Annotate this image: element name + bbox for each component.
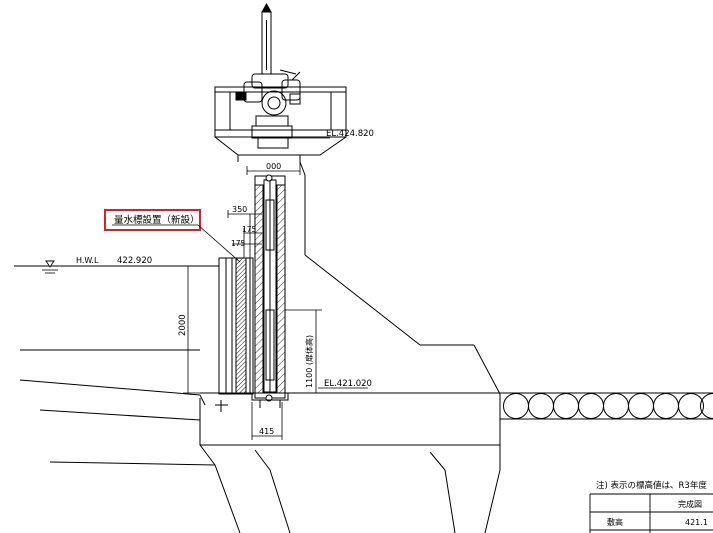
- water-level-gauge: [215, 257, 254, 412]
- table-row-label: 敷高: [607, 517, 623, 527]
- gauge-callout: 量水標設置（新設）: [104, 209, 241, 263]
- width-top-label: 000: [266, 162, 281, 171]
- el-top-marker: EL.424.820: [290, 129, 374, 139]
- elevation-table: [589, 493, 713, 533]
- water-level-triangle-icon: [45, 260, 55, 268]
- height-2000-dimension: [183, 265, 219, 394]
- el-top-label: EL.424.820: [326, 129, 374, 139]
- hwl-value: 422.920: [117, 256, 152, 266]
- offset-350-label: 350: [232, 205, 247, 214]
- hwl-label: H.W.L: [76, 256, 99, 265]
- offset-dimensions: [227, 210, 262, 258]
- hoist-machine-icon: [235, 2, 301, 149]
- riprap-circles: [503, 393, 713, 419]
- el-bottom-label: EL.421.020: [324, 379, 372, 389]
- height-2000-label: 2000: [178, 314, 188, 336]
- concrete-outline: [19, 161, 713, 533]
- gate-height-label: 1100 (扉体高): [304, 335, 314, 388]
- base-width-dimension: [251, 402, 283, 440]
- table-row-value: 421.1: [685, 518, 708, 527]
- hoist-platform: [214, 86, 347, 162]
- elevation-note: 注) 表示の標高値は、R3年度: [596, 480, 707, 491]
- gate-height-dimension: [285, 309, 322, 394]
- el-bottom-marker: EL.421.020: [318, 379, 372, 389]
- offset-175a-label: 175: [242, 225, 257, 234]
- note-text: 注) 表示の標高値は、R3年度: [596, 480, 707, 491]
- callout-highlight-box: [104, 209, 201, 231]
- gate-frame: [251, 174, 289, 408]
- callout-label: 量水標設置（新設）: [114, 214, 200, 226]
- table-header-col: 完成図: [678, 499, 702, 509]
- base-width-label: 415: [259, 427, 274, 436]
- offset-175b-label: 175: [231, 239, 246, 248]
- width-top-dimension: 000: [246, 160, 301, 175]
